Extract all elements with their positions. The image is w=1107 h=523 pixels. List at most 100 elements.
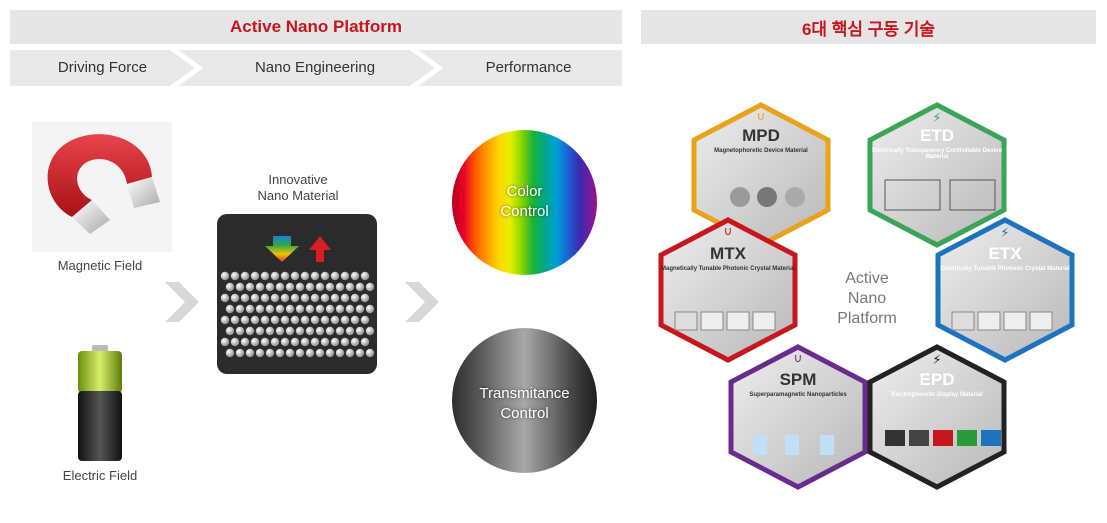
magnetic-field-label: Magnetic Field: [57, 258, 143, 273]
nano-particle: [340, 271, 350, 281]
nano-particle: [250, 271, 260, 281]
nano-particle: [295, 326, 305, 336]
center-line1: Active: [845, 270, 889, 287]
hex-epd-title: EPD: [919, 370, 955, 389]
step-nano-engineering: Nano Engineering: [254, 59, 376, 76]
nano-particle: [295, 304, 305, 314]
nano-particle: [255, 348, 265, 358]
nano-particle: [240, 293, 250, 303]
nano-particle: [345, 326, 355, 336]
nano-particle: [230, 271, 240, 281]
hex-mpd-title: MPD: [742, 126, 780, 145]
nano-particle: [225, 282, 235, 292]
nano-particle: [355, 304, 365, 314]
nano-particle: [255, 282, 265, 292]
magnet-icon: ∪: [724, 224, 733, 238]
nano-particle: [245, 348, 255, 358]
color-control-line1: Color: [506, 183, 543, 200]
nano-particle: [285, 326, 295, 336]
nano-particle: [230, 293, 240, 303]
magnet-icon: ∪: [757, 109, 766, 123]
nano-particle: [300, 337, 310, 347]
nano-particle: [225, 304, 235, 314]
nano-particles: [220, 236, 375, 358]
nano-particle: [260, 337, 270, 347]
nano-particle: [290, 315, 300, 325]
nano-particle: [290, 293, 300, 303]
nano-particle: [255, 326, 265, 336]
nano-particle: [315, 304, 325, 314]
nano-particle: [280, 337, 290, 347]
nano-particle: [320, 337, 330, 347]
center-line3: Platform: [837, 310, 897, 327]
nano-particle: [335, 348, 345, 358]
nano-particle: [365, 348, 375, 358]
nano-particle: [335, 326, 345, 336]
nano-material-image: [217, 214, 377, 374]
magnet-image: [32, 122, 172, 252]
nano-particle: [325, 282, 335, 292]
nano-particle: [220, 337, 230, 347]
nano-particle: [340, 293, 350, 303]
nano-particle: [365, 326, 375, 336]
nano-particle: [335, 282, 345, 292]
nano-particle: [270, 337, 280, 347]
nano-particle: [315, 326, 325, 336]
nano-particle: [360, 337, 370, 347]
hex-mtx-label: MTX Magnetically Tunable Photonic Crysta…: [661, 244, 795, 284]
hex-mtx-subtitle: Magnetically Tunable Photonic Crystal Ma…: [661, 266, 795, 272]
nano-particle: [250, 293, 260, 303]
nano-particle: [300, 293, 310, 303]
up-arrow-icon: [309, 236, 331, 262]
transmittance-text: Transmitance Control: [452, 384, 597, 424]
nano-particle: [340, 337, 350, 347]
nano-particle: [335, 304, 345, 314]
nano-particle: [360, 315, 370, 325]
hex-etx-title: ETX: [988, 244, 1022, 263]
nano-particle: [250, 315, 260, 325]
nano-particle: [260, 293, 270, 303]
nano-particle: [235, 304, 245, 314]
color-control-text: Color Control: [452, 182, 597, 222]
nano-particle: [320, 315, 330, 325]
nano-particle: [325, 348, 335, 358]
nano-particle: [220, 271, 230, 281]
nano-particle: [315, 348, 325, 358]
right-title: 6대 핵심 구동 기술: [801, 19, 936, 39]
nano-particle: [235, 282, 245, 292]
nano-particle: [270, 293, 280, 303]
nano-particle: [235, 348, 245, 358]
etx-illustration: [951, 311, 1053, 331]
hex-mpd-subtitle: Magnetophoretic Device Material: [714, 148, 808, 154]
nano-particle: [275, 326, 285, 336]
nano-particle: [290, 271, 300, 281]
hex-diagram: ∪ ⚡ ∪ ⚡ ∪ ⚡: [658, 102, 1075, 490]
hex-spm-label: SPM Superparamagnetic Nanoparticles: [731, 370, 865, 410]
nano-particle: [285, 304, 295, 314]
nano-particle: [310, 293, 320, 303]
hex-etx-subtitle: Electrically Tunable Photonic Crystal Ma…: [940, 266, 1070, 272]
hex-spm-title: SPM: [779, 370, 817, 389]
hex-spm-subtitle: Superparamagnetic Nanoparticles: [749, 392, 847, 398]
arrow-right-icon: [405, 282, 439, 322]
nano-material-label: Innovative Nano Material: [218, 172, 378, 204]
process-steps: Driving Force Nano Engineering Performan…: [10, 50, 622, 86]
etd-illustration: [884, 179, 996, 211]
nano-particle: [265, 304, 275, 314]
lightning-icon: ⚡: [932, 110, 941, 125]
nano-particle: [280, 315, 290, 325]
nano-particle: [280, 293, 290, 303]
nano-particle: [220, 293, 230, 303]
nano-particle: [245, 282, 255, 292]
left-title-bar: Active Nano Platform: [10, 10, 622, 44]
step-driving-force: Driving Force: [57, 59, 148, 76]
nano-particle: [325, 326, 335, 336]
hex-epd: [867, 344, 1007, 490]
hex-etx-label: ETX Electrically Tunable Photonic Crysta…: [938, 244, 1072, 284]
nano-particle: [305, 348, 315, 358]
nano-particle: [350, 315, 360, 325]
nano-material-line2: Nano Material: [257, 188, 339, 203]
hex-etd-subtitle: Electrically Transparency Controllable D…: [871, 148, 1003, 160]
nano-particle: [235, 326, 245, 336]
spm-illustration: [753, 435, 834, 455]
